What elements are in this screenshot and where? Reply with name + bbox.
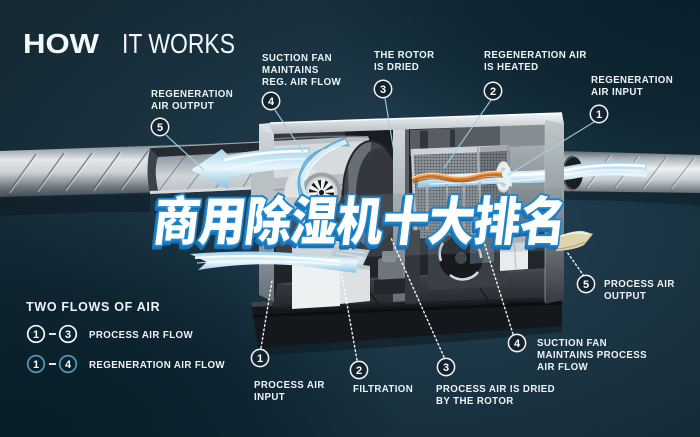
- svg-text:5: 5: [583, 279, 589, 291]
- svg-text:REGENERATION: REGENERATION: [151, 89, 233, 100]
- svg-text:2: 2: [490, 86, 496, 98]
- svg-text:SUCTION FAN: SUCTION FAN: [262, 53, 332, 64]
- svg-text:3: 3: [443, 362, 449, 374]
- svg-text:REGENERATION: REGENERATION: [591, 75, 673, 86]
- svg-text:MAINTAINS PROCESS: MAINTAINS PROCESS: [537, 350, 647, 361]
- svg-text:IS DRIED: IS DRIED: [374, 62, 419, 73]
- svg-text:2: 2: [356, 365, 362, 377]
- svg-text:3: 3: [65, 329, 71, 341]
- svg-text:BY THE ROTOR: BY THE ROTOR: [436, 396, 514, 407]
- svg-text:3: 3: [380, 84, 386, 96]
- svg-text:1: 1: [33, 359, 39, 371]
- svg-text:PROCESS AIR: PROCESS AIR: [254, 380, 325, 391]
- svg-text:REGENERATION AIR: REGENERATION AIR: [484, 50, 587, 61]
- svg-text:AIR OUTPUT: AIR OUTPUT: [151, 101, 214, 112]
- svg-text:FILTRATION: FILTRATION: [353, 384, 413, 395]
- svg-text:PROCESS AIR FLOW: PROCESS AIR FLOW: [89, 330, 193, 341]
- svg-text:AIR INPUT: AIR INPUT: [591, 87, 643, 98]
- svg-text:4: 4: [65, 359, 72, 371]
- svg-text:IS HEATED: IS HEATED: [484, 62, 539, 73]
- svg-text:REGENERATION AIR FLOW: REGENERATION AIR FLOW: [89, 360, 225, 371]
- svg-text:1: 1: [33, 329, 39, 341]
- svg-text:AIR FLOW: AIR FLOW: [537, 362, 589, 373]
- svg-text:SUCTION FAN: SUCTION FAN: [537, 338, 607, 349]
- svg-text:1: 1: [596, 109, 602, 121]
- svg-text:HOW: HOW: [23, 28, 100, 59]
- svg-text:4: 4: [514, 338, 521, 350]
- svg-text:PROCESS AIR: PROCESS AIR: [604, 279, 675, 290]
- svg-text:IT WORKS: IT WORKS: [122, 28, 235, 59]
- svg-text:PROCESS AIR IS DRIED: PROCESS AIR IS DRIED: [436, 384, 555, 395]
- svg-text:MAINTAINS: MAINTAINS: [262, 65, 319, 76]
- svg-text:5: 5: [157, 122, 163, 134]
- svg-text:REG. AIR FLOW: REG. AIR FLOW: [262, 77, 342, 88]
- svg-text:4: 4: [268, 96, 275, 108]
- svg-text:OUTPUT: OUTPUT: [604, 291, 646, 302]
- svg-text:TWO FLOWS OF AIR: TWO FLOWS OF AIR: [26, 300, 160, 314]
- svg-text:INPUT: INPUT: [254, 392, 285, 403]
- svg-text:1: 1: [257, 353, 263, 365]
- svg-text:THE ROTOR: THE ROTOR: [374, 50, 434, 61]
